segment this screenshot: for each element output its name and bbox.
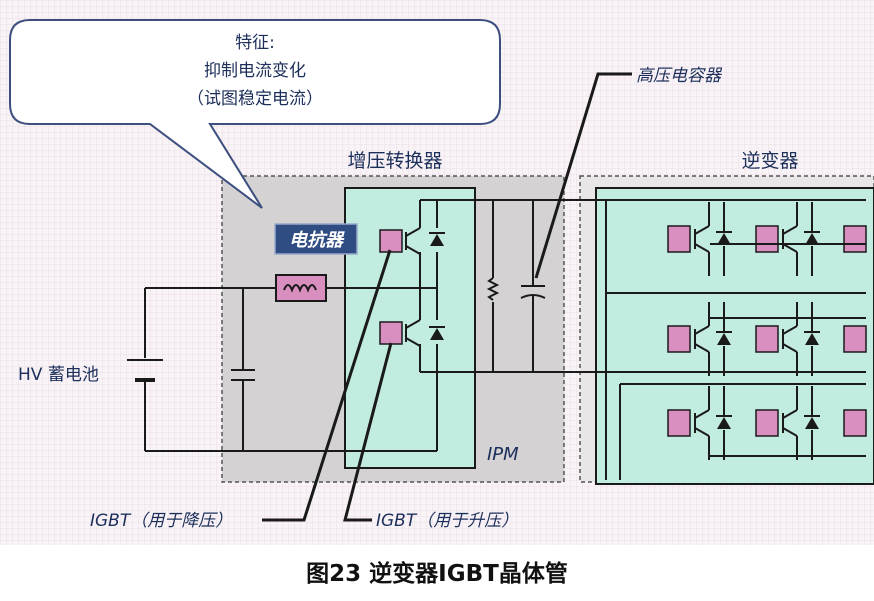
callout-line-2: （试图稳定电流）: [187, 89, 323, 109]
boost-igbt-upper: [379, 227, 421, 255]
ipm-label: IPM: [487, 444, 519, 465]
inverter-igbt-cell: [755, 386, 820, 460]
inverter-igbt-cell: [755, 302, 820, 376]
inverter-igbt-cell: [755, 202, 820, 276]
inverter-igbt-cell: [843, 325, 867, 353]
boost-diode-upper: [429, 232, 445, 246]
inverter-igbt-cell: [667, 386, 732, 460]
boost-diode-lower: [429, 326, 445, 340]
inverter-igbt-cell: [667, 202, 732, 276]
reactor-label: 电抗器: [289, 230, 345, 251]
igbt-boost-label: IGBT（用于升压）: [376, 511, 518, 531]
inverter-igbt-cell: [667, 302, 732, 376]
high-voltage-capacitor-label: 高压电容器: [636, 66, 723, 86]
boost-converter-label: 增压转换器: [347, 150, 442, 172]
boost-igbt-lower: [379, 319, 421, 347]
reactor-badge: [274, 223, 358, 255]
resistor-symbol: [486, 277, 500, 301]
battery-label: HV 蓄电池: [18, 365, 99, 385]
capacitor-leader-line: [534, 72, 632, 279]
inverter-module: [595, 187, 874, 485]
boost-wiring: [144, 199, 866, 480]
figure-caption: 图23 逆变器IGBT晶体管: [306, 561, 568, 587]
high-voltage-capacitor: [520, 285, 546, 299]
callout-title: 特征:: [235, 33, 275, 53]
inverter-cells: [667, 202, 867, 460]
callout-line-1: 抑制电流变化: [204, 61, 306, 81]
inverter-label: 逆变器: [741, 150, 798, 172]
battery-symbol: [127, 359, 163, 382]
reactor-coil-icon: [283, 284, 317, 293]
inverter-igbt-cell: [843, 409, 867, 437]
igbt-buck-label: IGBT（用于降压）: [90, 511, 232, 531]
filter-capacitor: [231, 369, 255, 381]
igbt-buck-leader-line: [262, 249, 392, 522]
callout-bubble: [9, 19, 501, 209]
igbt-boost-leader-line: [343, 342, 393, 522]
inverter-igbt-cell: [843, 225, 867, 253]
